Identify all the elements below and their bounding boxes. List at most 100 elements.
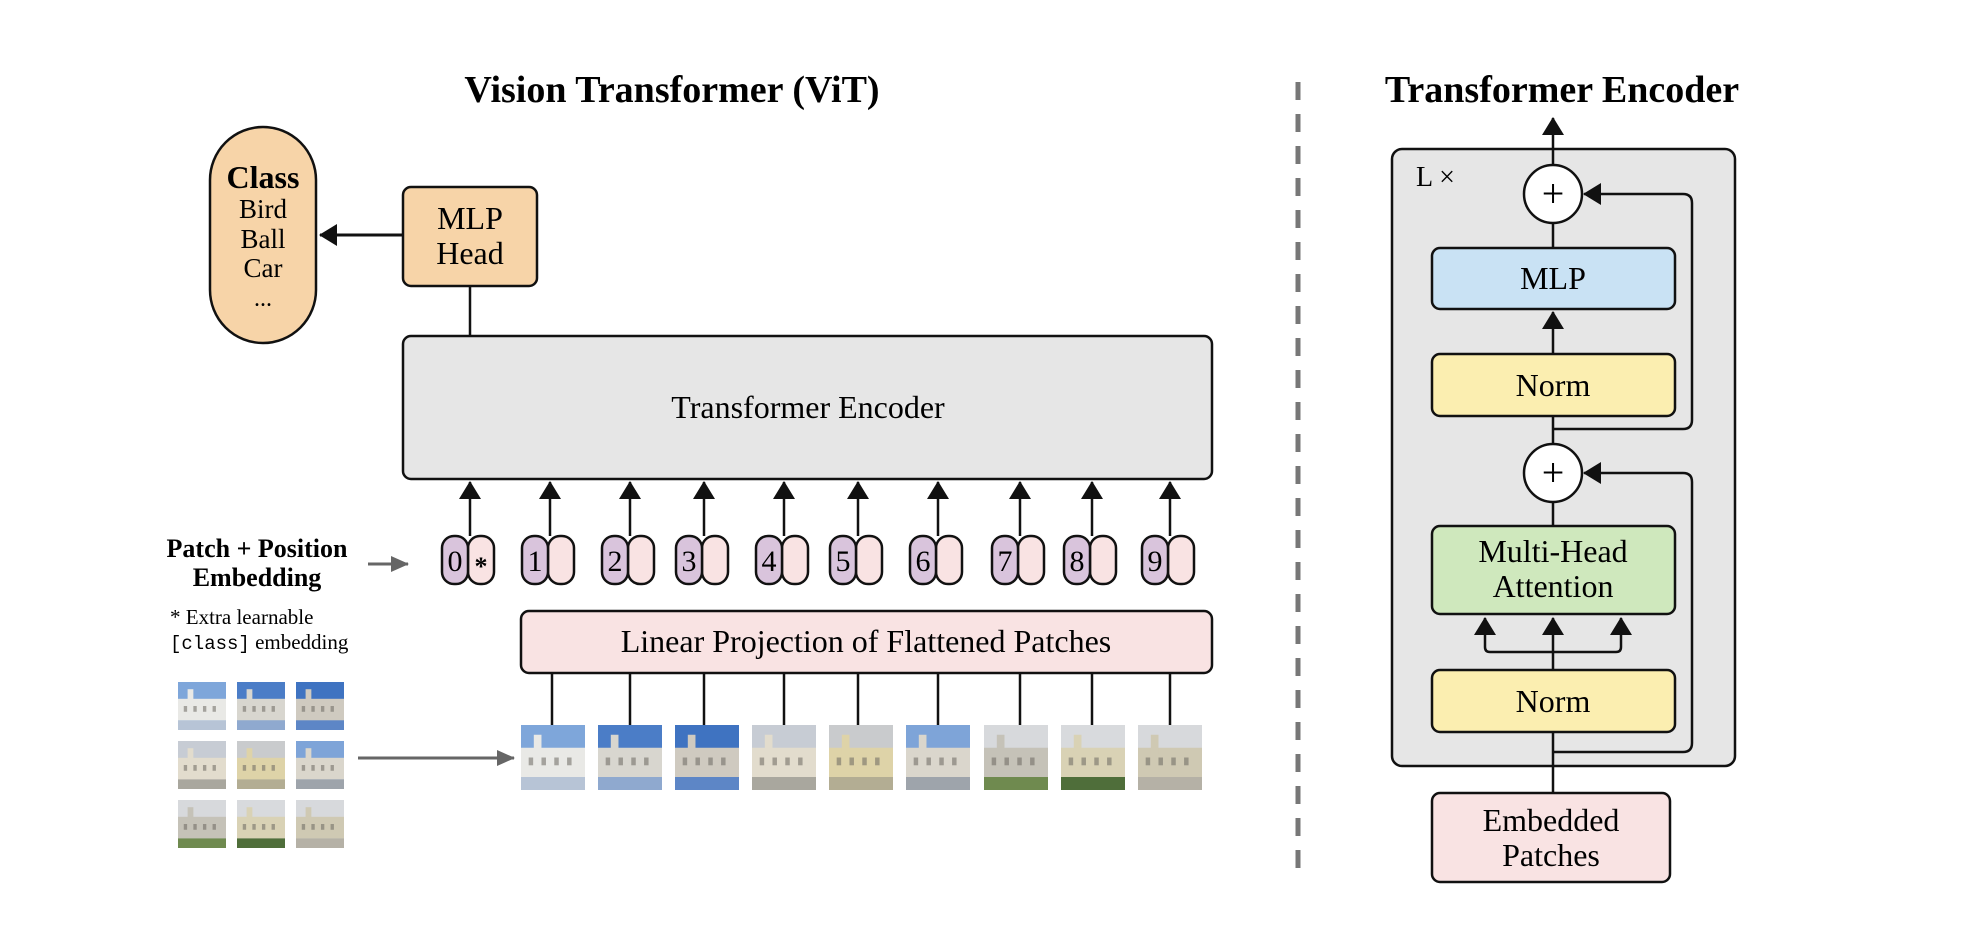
token-7-patch-embedding xyxy=(1016,534,1046,586)
extra-note-line2: [class] embedding xyxy=(170,630,349,655)
grid-patch-4-image xyxy=(178,741,226,789)
token-3-number: 3 xyxy=(682,545,697,578)
residual-add-bottom-symbol: + xyxy=(1542,450,1565,495)
token-6-patch-embedding xyxy=(934,534,964,586)
class-item-ball: Ball xyxy=(241,224,286,254)
token-9-position-embedding xyxy=(1140,534,1170,586)
embedding-label-line2: Embedding xyxy=(193,563,322,592)
token-8-patch-embedding xyxy=(1088,534,1118,586)
grid-patch-3-image xyxy=(296,682,344,730)
grid-patch-1-image xyxy=(178,682,226,730)
token-2-patch-embedding xyxy=(626,534,656,586)
token-5-position-embedding xyxy=(828,534,858,586)
patch-1-image xyxy=(521,725,585,790)
token-4: 4 xyxy=(754,481,810,586)
token-5-patch-embedding xyxy=(854,534,884,586)
encoder-mlp-box: MLP xyxy=(1430,246,1677,311)
token-1-patch-embedding xyxy=(546,534,576,586)
grid-patch-5-image xyxy=(237,741,285,789)
grid-patch-7-image xyxy=(178,800,226,848)
token-6-number: 6 xyxy=(916,545,931,578)
token-2: 2 xyxy=(600,481,656,586)
token-9: 9 xyxy=(1140,481,1196,586)
grid-patch-2-image xyxy=(237,682,285,730)
residual-add-top-symbol: + xyxy=(1542,171,1565,216)
residual-add-top: + xyxy=(1522,163,1584,225)
token-7-position-embedding xyxy=(990,534,1020,586)
patch-3-image xyxy=(675,725,739,790)
vit-title: Vision Transformer (ViT) xyxy=(464,69,879,111)
repeat-label: L × xyxy=(1416,162,1455,193)
norm-bottom-box: Norm xyxy=(1430,668,1677,734)
patch-5-image xyxy=(829,725,893,790)
class-item-ellipsis: ... xyxy=(254,286,272,312)
residual-add-bottom: + xyxy=(1522,442,1584,504)
extra-note-code: [class] xyxy=(170,633,250,655)
grid-patch-6-image xyxy=(296,741,344,789)
class-token-marker: * xyxy=(475,552,488,581)
attention-label-line2: Attention xyxy=(1493,568,1614,604)
mlp-head-line2: Head xyxy=(436,235,504,271)
qkv-arrows xyxy=(1474,617,1632,670)
multi-head-attention-box: Multi-Head Attention xyxy=(1430,524,1677,616)
token-5-number: 5 xyxy=(836,545,851,578)
encoder-detail-title: Transformer Encoder xyxy=(1385,69,1739,111)
token-8-position-embedding xyxy=(1062,534,1092,586)
flattened-patches xyxy=(521,725,1202,790)
class-item-bird: Bird xyxy=(239,194,288,224)
residual-skip-bottom xyxy=(1553,462,1694,754)
class-item-car: Car xyxy=(244,253,283,283)
token-5: 5 xyxy=(828,481,884,586)
embedding-label-line1: Patch + Position xyxy=(167,534,348,563)
grid-patch-8-image xyxy=(237,800,285,848)
residual-skip-top xyxy=(1553,183,1694,431)
embedded-patches-box: Embedded Patches xyxy=(1430,791,1672,884)
token-7-number: 7 xyxy=(998,545,1013,578)
token-2-number: 2 xyxy=(608,545,623,578)
token-0-position-embedding xyxy=(440,534,470,586)
extra-note-line1: * Extra learnable xyxy=(170,605,313,629)
token-6-position-embedding xyxy=(908,534,938,586)
patch-9-image xyxy=(1138,725,1202,790)
token-4-number: 4 xyxy=(762,545,777,578)
extra-note-suffix: embedding xyxy=(250,630,349,654)
token-0: 0* xyxy=(440,481,496,586)
attention-label-line1: Multi-Head xyxy=(1478,533,1627,569)
patch-7-image xyxy=(984,725,1048,790)
patch-4-image xyxy=(752,725,816,790)
norm-bottom-label: Norm xyxy=(1516,683,1591,719)
token-1-position-embedding xyxy=(520,534,550,586)
patch-2-image xyxy=(598,725,662,790)
token-8: 8 xyxy=(1062,481,1118,586)
token-6: 6 xyxy=(908,481,964,586)
token-1: 1 xyxy=(520,481,576,586)
transformer-encoder-label: Transformer Encoder xyxy=(671,389,945,425)
token-4-patch-embedding xyxy=(780,534,810,586)
patch-8-image xyxy=(1061,725,1125,790)
token-4-position-embedding xyxy=(754,534,784,586)
class-output-box: Class Bird Ball Car ... xyxy=(208,125,318,345)
patch-connectors xyxy=(550,673,1172,725)
norm-top-label: Norm xyxy=(1516,367,1591,403)
linear-projection-box: Linear Projection of Flattened Patches xyxy=(519,609,1214,675)
class-heading: Class xyxy=(227,159,300,195)
embedded-patches-line2: Patches xyxy=(1502,837,1600,873)
mlp-head-line1: MLP xyxy=(437,200,503,236)
token-9-number: 9 xyxy=(1148,545,1163,578)
linear-projection-label: Linear Projection of Flattened Patches xyxy=(621,623,1112,659)
norm-top-box: Norm xyxy=(1430,352,1677,418)
patch-6-image xyxy=(906,725,970,790)
token-9-patch-embedding xyxy=(1166,534,1196,586)
token-3-position-embedding xyxy=(674,534,704,586)
embedded-patches-line1: Embedded xyxy=(1483,802,1620,838)
token-1-number: 1 xyxy=(528,545,543,578)
token-2-position-embedding xyxy=(600,534,630,586)
mlp-head-box: MLP Head xyxy=(401,185,539,288)
source-image-grid xyxy=(178,682,344,848)
token-7: 7 xyxy=(990,481,1046,586)
transformer-encoder-box: Transformer Encoder xyxy=(401,334,1214,481)
token-3-patch-embedding xyxy=(700,534,730,586)
token-3: 3 xyxy=(674,481,730,586)
